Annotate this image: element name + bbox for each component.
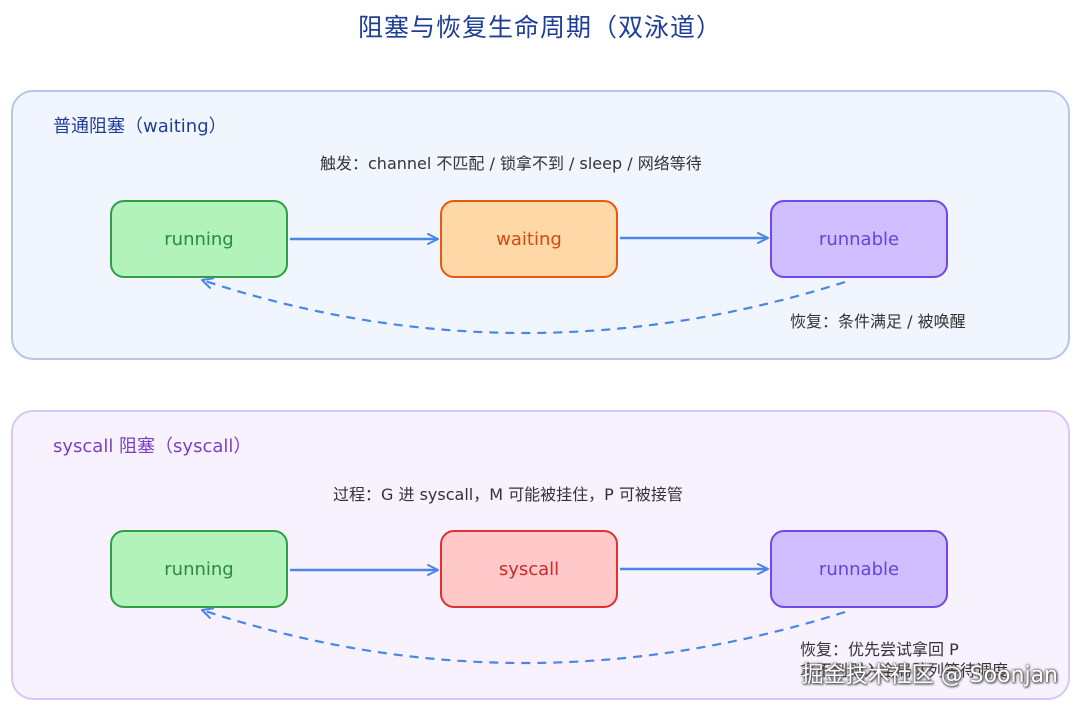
watermark: 掘金技术社区 @ Soonjan	[801, 663, 1058, 688]
process-note: 过程：G 进 syscall，M 可能被挂住，P 可被接管	[333, 485, 683, 504]
page-title: 阻塞与恢复生命周期（双泳道）	[357, 13, 722, 42]
state-syscall: syscall	[440, 530, 618, 608]
state-runnable-normal: runnable	[770, 200, 948, 278]
lane-normal-title: 普通阻塞（waiting）	[53, 116, 227, 137]
state-running-normal: running	[110, 200, 288, 278]
recovery-note-syscall-2: 拿不到则入全局队列等待调度	[800, 661, 1009, 680]
lane-syscall-title: syscall 阻塞（syscall）	[53, 436, 252, 457]
recovery-note-normal: 恢复：条件满足 / 被唤醒	[790, 312, 966, 331]
state-runnable-syscall: runnable	[770, 530, 948, 608]
state-waiting: waiting	[440, 200, 618, 278]
state-running-syscall: running	[110, 530, 288, 608]
trigger-note: 触发：channel 不匹配 / 锁拿不到 / sleep / 网络等待	[320, 154, 702, 173]
